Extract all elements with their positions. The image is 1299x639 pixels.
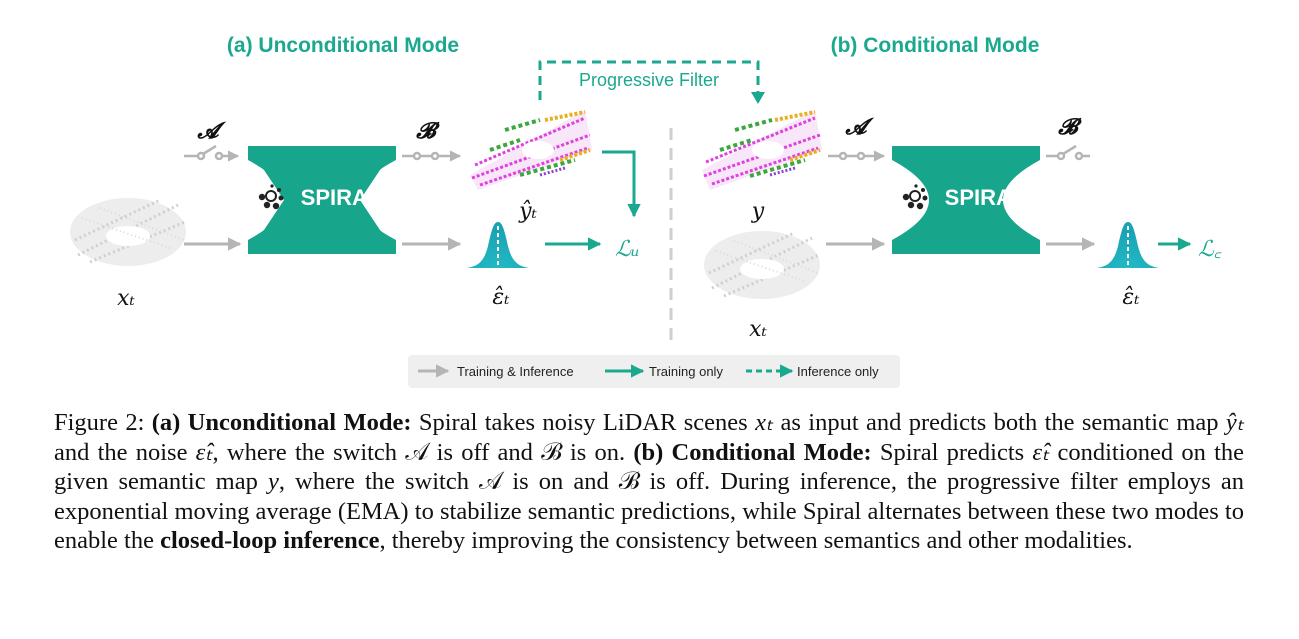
caption-text: is on and: [502, 468, 619, 495]
progressive-filter-label: Progressive Filter: [579, 70, 719, 90]
eps-hat-label-a: ε̂ₜ: [492, 285, 510, 310]
caption-closed-loop: closed-loop inference: [160, 527, 380, 554]
switch-b-label-a: 𝓑: [415, 118, 440, 144]
panel-a-title: (a) Unconditional Mode: [227, 34, 459, 57]
spiral-logo-icon-b: [902, 184, 928, 210]
noisy-lidar-scene-a: [70, 198, 186, 266]
legend: Training & Inference Training only Infer…: [408, 355, 900, 388]
caption-text: , where the switch: [212, 438, 406, 466]
loss-c-label: ℒ꜀: [1198, 237, 1222, 262]
caption-text: , thereby improving the consistency betw…: [379, 527, 1133, 554]
switch-b-label-b: 𝓑: [1057, 114, 1082, 140]
legend-training-inference: Training & Inference: [457, 364, 574, 379]
semantic-map-prediction: [470, 110, 592, 190]
switch-a-on-b: [828, 150, 886, 162]
noise-distribution-icon-a: [467, 222, 529, 268]
caption-math: xₜ: [755, 409, 774, 436]
caption-math: ℬ: [541, 438, 562, 466]
caption-text: conditioned on the given semantic map: [54, 438, 1244, 496]
spiral-model-a: [248, 146, 396, 254]
caption-text: Spiral takes noisy LiDAR scenes: [411, 409, 756, 436]
spiral-label-b: SPIRAL: [945, 185, 1026, 210]
caption-text: and the noise: [54, 438, 196, 466]
switch-b-on-a: [402, 150, 462, 162]
switch-a-label-b: 𝓐: [844, 114, 874, 140]
caption-math: ℬ: [618, 468, 640, 495]
spiral-label-a: SPIRAL: [301, 185, 382, 210]
caption-math: ŷₜ: [1225, 409, 1244, 436]
spiral-model-b: [892, 146, 1040, 254]
y-hat-label: ŷₜ: [518, 199, 537, 224]
noise-distribution-icon-b: [1097, 222, 1159, 268]
caption-b-label: (b) Conditional Mode:: [633, 438, 872, 466]
progressive-filter-arrow: [538, 60, 765, 104]
caption-text: is on.: [561, 438, 634, 466]
caption-figure-label: Figure 2:: [54, 409, 152, 436]
panel-b-title: (b) Conditional Mode: [831, 34, 1040, 57]
caption-math: 𝒜: [479, 468, 503, 495]
legend-training-only: Training only: [649, 364, 723, 379]
spiral-logo-icon-a: [258, 184, 284, 210]
caption-math: y: [267, 468, 279, 495]
caption-math: 𝒜: [405, 438, 429, 466]
caption-a-label: (a) Unconditional Mode:: [151, 409, 412, 436]
switch-a-off-a: [184, 144, 240, 162]
caption-text: , where the switch: [278, 468, 480, 495]
caption-text: is off and: [428, 438, 542, 466]
method-diagram: (a) Unconditional Mode (b) Conditional M…: [70, 34, 1222, 388]
arrow-yhat-to-loss-u: [602, 150, 641, 218]
semantic-map-input: [702, 110, 822, 190]
switch-b-off-b: [1046, 144, 1090, 161]
caption-math: ε̂ₜ: [195, 438, 213, 466]
x-t-label-b: xₜ: [749, 317, 767, 342]
caption-text: as input and predicts both the semantic …: [773, 409, 1226, 436]
loss-u-label: ℒᵤ: [615, 237, 640, 262]
caption-text: is off. During inference, the progressiv…: [54, 468, 1244, 554]
eps-hat-label-b: ε̂ₜ: [1122, 285, 1140, 310]
legend-inference-only: Inference only: [797, 364, 879, 379]
caption-text: Spiral predicts: [871, 438, 1033, 466]
noisy-lidar-scene-b: [704, 231, 820, 299]
caption-math: ε̂ₜ: [1032, 438, 1050, 466]
figure-caption: Figure 2: (a) Unconditional Mode: Spiral…: [54, 408, 1244, 556]
switch-a-label-a: 𝓐: [196, 118, 226, 144]
x-t-label-a: xₜ: [117, 286, 135, 311]
y-label: y: [751, 199, 765, 224]
